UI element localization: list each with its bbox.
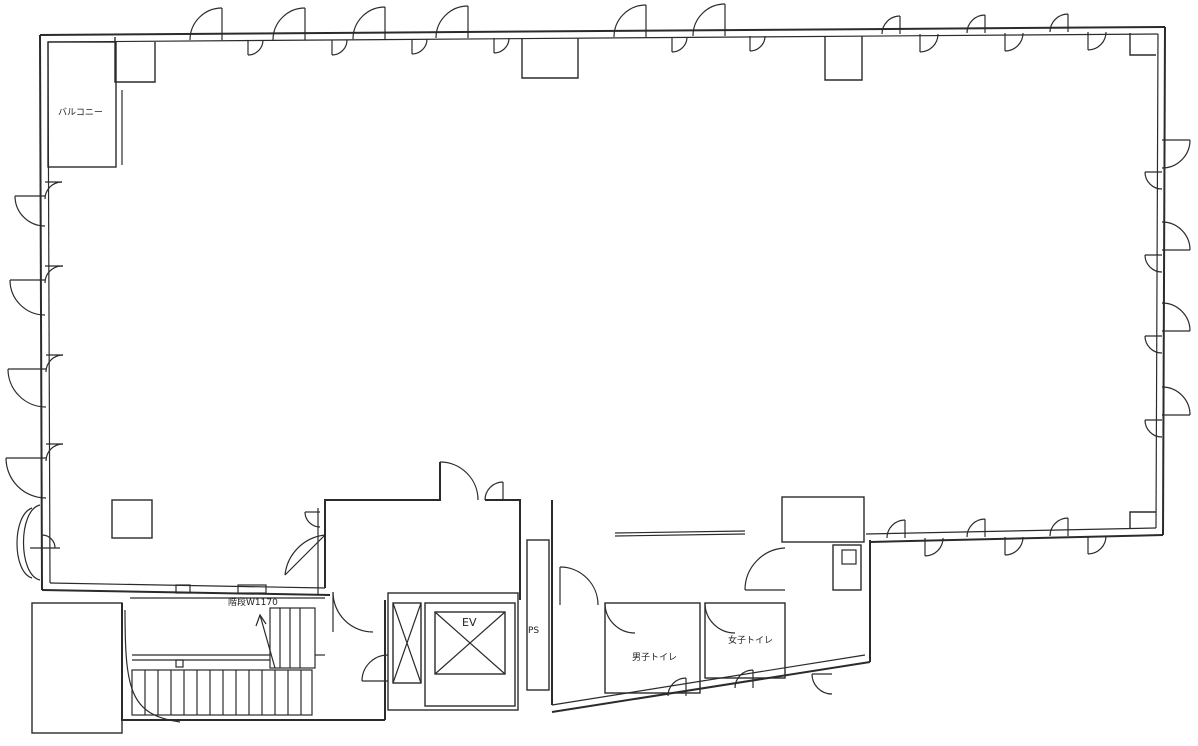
balcony-box [47,41,117,168]
door-icon [966,14,1024,52]
right-wall-outer [1162,26,1166,536]
elevator: EV [424,602,516,707]
door-icon [7,354,64,408]
door-icon [435,5,510,54]
service-room [361,592,519,711]
ps-label: PS [528,626,539,636]
left-doors [5,181,64,581]
door-icon [886,519,944,557]
door-icon [811,673,833,695]
door-icon [9,265,64,316]
top-doors [189,3,1107,56]
left-wall-outer [39,34,43,591]
door-icon [272,7,348,56]
door-icon [667,677,687,697]
hall-wall [324,462,441,588]
door-icon [1144,302,1191,354]
pillar-top-mid [521,38,579,79]
stairwell: 階段W1170 [31,584,386,734]
right-doors [1144,139,1191,438]
balcony-label: バルコニー [58,107,103,118]
pillar-bottom-right [1129,511,1156,528]
door-icon [734,669,754,689]
sink-unit [832,544,862,591]
pillar-top-far-right [1129,33,1156,56]
top-wall-inner [47,33,1159,43]
door-icon [361,654,389,682]
service-room-top [781,496,865,543]
ps-box [526,539,550,691]
door-icon [5,443,64,499]
door-icon [1049,517,1107,555]
mens-toilet-label: 男子トイレ [632,652,677,663]
toilet-bottom-wall [551,661,871,713]
door-icon [1049,13,1107,51]
door-icon [439,461,504,501]
stair-rail [124,609,181,723]
door-icon [16,504,60,581]
door-icon [692,3,766,52]
womens-toilet-label: 女子トイレ [728,634,773,646]
door-icon [704,602,736,634]
door-icon [14,181,63,227]
door-icon [352,6,428,55]
door-icon [744,547,786,591]
pillar-square [111,499,153,539]
shaft-box [392,602,422,684]
door-icon [966,518,1024,556]
door-icon [284,511,326,576]
door-icon [881,15,939,53]
bottom-right-wall-inner [865,527,1157,535]
top-wall-outer [39,26,1166,36]
top-pillars [114,33,1156,528]
elevator-car [434,611,506,675]
pipe-space: PS [526,500,553,705]
elevator-shaft [424,602,516,707]
right-wall-inner [1155,33,1159,529]
bottom-right-wall [869,534,1164,543]
door-icon [332,591,374,633]
door-icon [1144,139,1191,190]
door-icon [604,602,636,634]
stair-note-label: 階段W1170 [228,596,278,608]
bottom-right-doors [886,517,1107,557]
pillar-top-right [824,36,863,81]
womens-toilet-room [704,602,786,679]
door-icon [189,7,264,56]
stair-arrow [259,614,276,669]
elevator-label: EV [462,616,477,629]
door-icon [559,566,599,606]
balcony-area: バルコニー [47,41,123,168]
entry-hall [284,461,521,633]
stair-left-box [31,602,123,734]
door-icon [1144,386,1191,438]
toilets: 男子トイレ 女子トイレ [551,496,871,713]
door-icon [1144,221,1191,273]
pillar-top-left [114,37,156,83]
outer-walls [39,26,1166,596]
mens-toilet-room [604,602,701,694]
stair-treads [131,607,325,716]
partition-line [614,530,746,534]
door-icon [613,4,688,53]
